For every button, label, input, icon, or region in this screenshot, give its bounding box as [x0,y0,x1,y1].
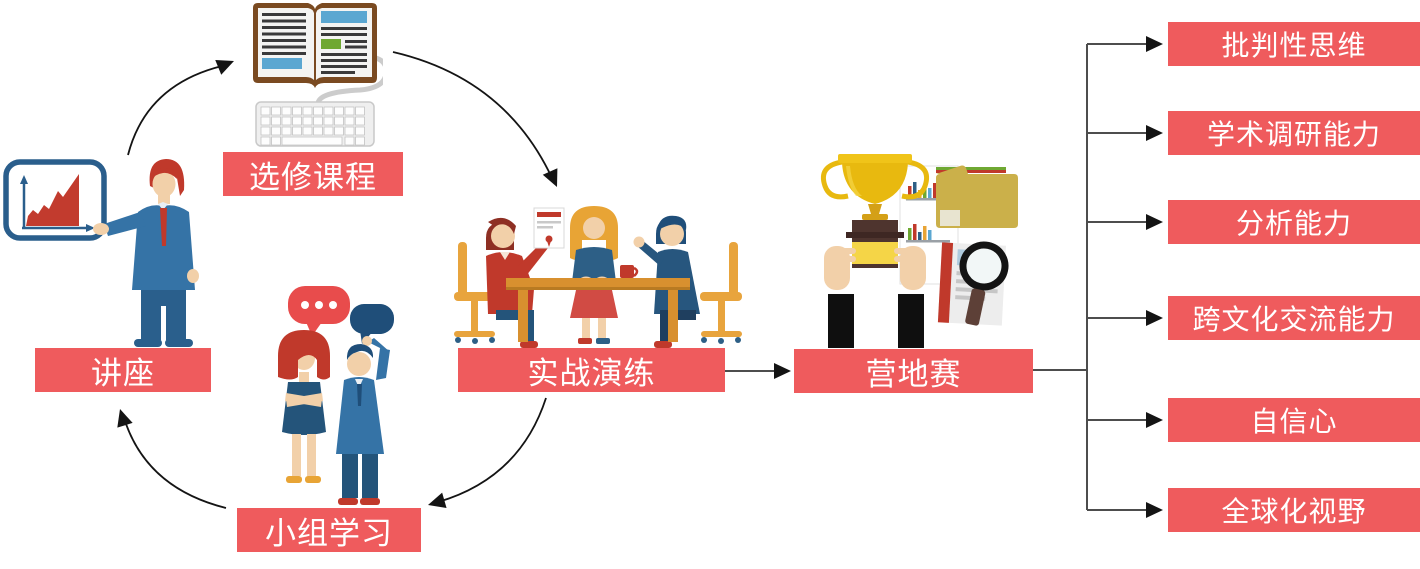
certificate-icon [533,207,565,249]
table-icon [506,278,690,287]
open-book-keyboard-icon [253,3,383,147]
cycle-arrows [123,51,553,509]
outcome-global-vision: 全球化视野 [1168,488,1420,532]
stage-label-practical-training: 实战演练 [458,348,725,392]
outcome-branch-arrowheads [1146,36,1163,518]
arrow-group-to-lecture [123,417,227,509]
magnifier-icon [959,241,1009,326]
outcome-analysis: 分析能力 [1168,200,1420,244]
arrow-elective-to-practice [392,51,553,179]
arrow-lecture-to-elective [127,65,223,156]
discussing-pair-icon [278,286,394,505]
interview-table-icon [454,206,742,348]
presenter-with-chart-board-icon [3,159,199,347]
stage-label-lecture: 讲座 [35,348,211,392]
gold-trophy-icon [820,154,930,268]
arrow-practice-to-group [437,397,547,503]
cycle-arrowheads [117,59,558,509]
outcome-cross-cultural-communication: 跨文化交流能力 [1168,296,1420,340]
outcome-branch-tree [1033,43,1150,511]
area-chart-icon [26,174,79,226]
trophy-in-hands-icon [820,154,1018,348]
outcome-academic-research: 学术调研能力 [1168,111,1420,155]
stage-label-group-study: 小组学习 [237,508,421,552]
arrow-practice-to-camp-head [774,363,791,379]
outcome-self-confidence: 自信心 [1168,398,1420,442]
stage-label-elective-course: 选修课程 [223,152,403,196]
office-chairs-icon [454,242,742,337]
mug-icon [620,265,639,278]
stage-label-camp-competition: 营地赛 [794,349,1033,393]
hands-icon [824,246,926,290]
outcome-critical-thinking: 批判性思维 [1168,22,1420,66]
